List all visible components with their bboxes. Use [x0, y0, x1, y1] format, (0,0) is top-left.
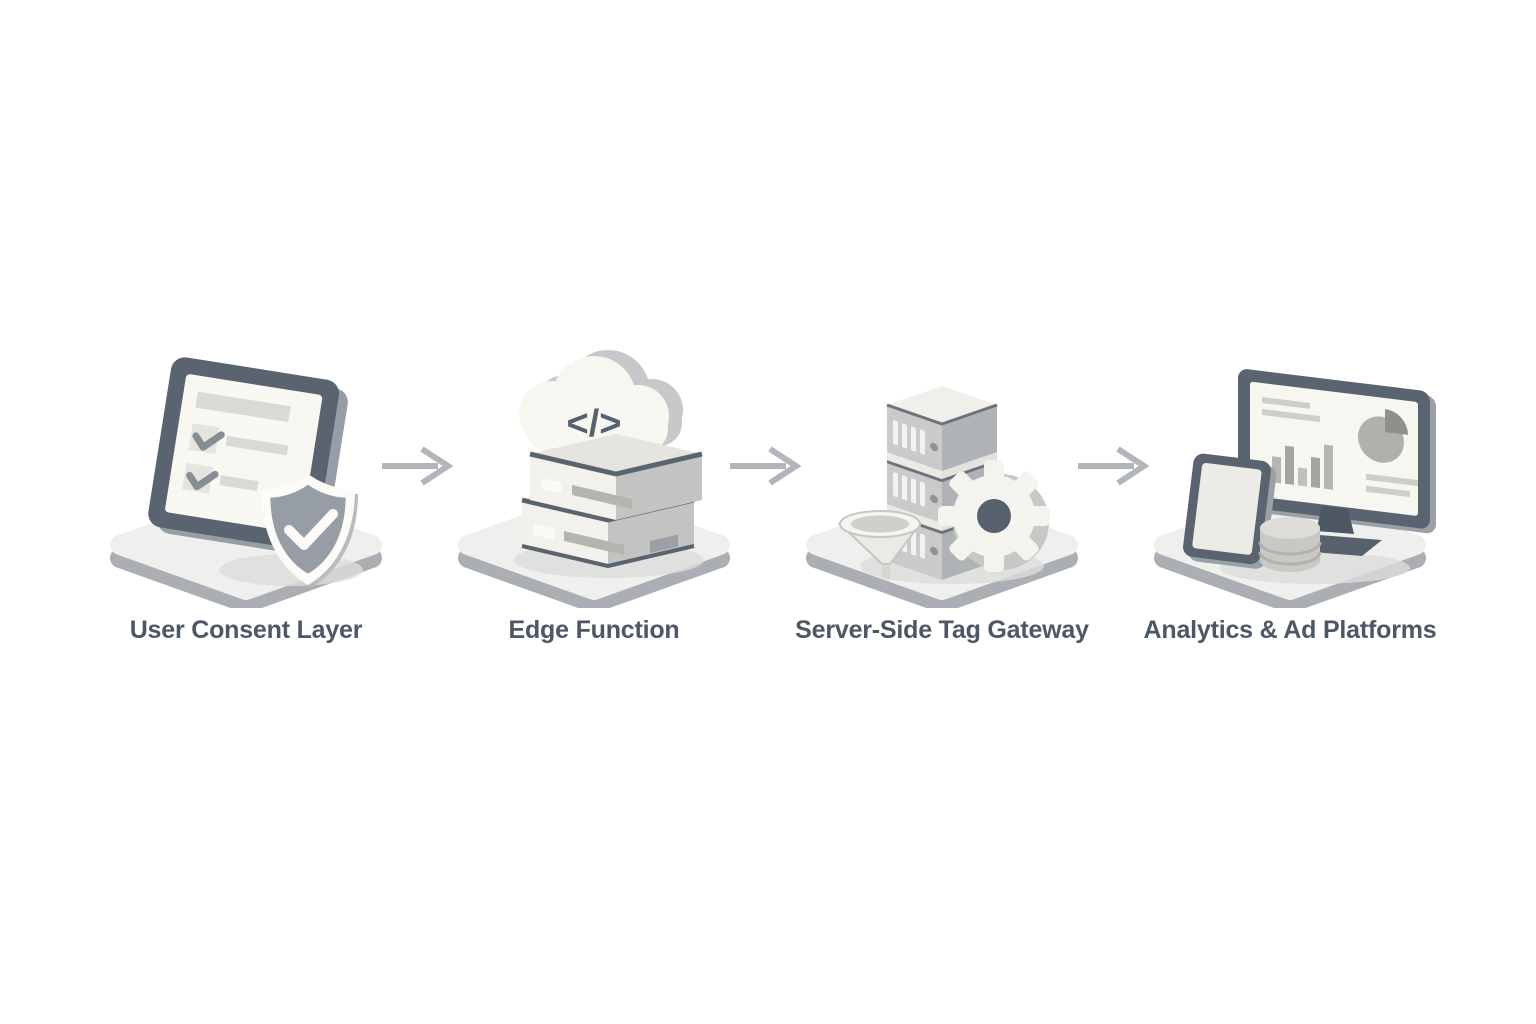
shield-check-icon [261, 474, 358, 587]
stage-edge-function: </> [438, 348, 750, 645]
stage-label: Analytics & Ad Platforms [1143, 616, 1437, 644]
tablet [1183, 453, 1277, 569]
cloud-code-icon: </> [519, 350, 683, 452]
server-stack [521, 434, 703, 568]
stage-analytics-ad-platforms: Analytics & Ad Platforms [1134, 348, 1446, 645]
server-box-upper [529, 434, 703, 520]
tablet-checklist-shield-icon [110, 357, 382, 608]
flow-arrow [1074, 444, 1158, 493]
cloud-code-servers-icon: </> [458, 350, 730, 608]
arrow-right-icon [730, 446, 802, 486]
stage-label: User Consent Layer [129, 616, 363, 644]
bar-chart [1272, 444, 1333, 490]
stage-server-side-tag-gateway: Server-Side Tag Gateway [786, 348, 1098, 645]
monitor-analytics-devices-icon [1154, 369, 1436, 608]
monitor [1238, 369, 1436, 556]
stage-label: Server-Side Tag Gateway [795, 616, 1089, 644]
stage-user-consent-layer: User Consent Layer [90, 348, 402, 645]
flow-arrow [726, 444, 810, 493]
flow-arrow [378, 444, 462, 493]
pie-chart [1358, 409, 1408, 463]
database-icon [1258, 517, 1322, 572]
flow-row: User Consent Layer [0, 348, 1536, 645]
arrow-right-icon [382, 446, 454, 486]
server-stack-gear-funnel-icon [806, 386, 1078, 608]
stage-label: Edge Function [508, 616, 680, 644]
arrow-right-icon [1078, 446, 1150, 486]
gear-icon [938, 460, 1050, 572]
funnel-icon [837, 510, 922, 580]
